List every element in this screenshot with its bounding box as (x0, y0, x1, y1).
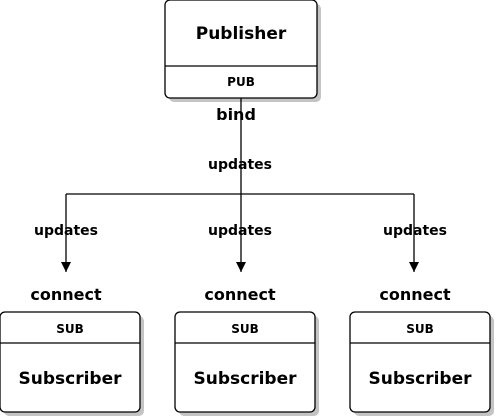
subscriber-3-connect-label: connect (379, 285, 451, 304)
publisher-bind-label: bind (216, 105, 256, 124)
subscriber-1-title: Subscriber (18, 369, 122, 389)
publisher-socket-label: PUB (227, 75, 255, 89)
edge-label-subscriber-2: updates (208, 223, 272, 239)
publisher-title: Publisher (196, 24, 287, 44)
subscriber-3-socket-label: SUB (406, 322, 434, 336)
subscriber-3-box (349, 311, 491, 413)
edges (61, 98, 419, 272)
subscriber-node-2: SUB Subscriber (174, 311, 319, 416)
subscriber-node-1: SUB Subscriber (0, 311, 144, 416)
publisher-node: Publisher PUB (164, 0, 321, 102)
subscriber-1-connect-label: connect (30, 285, 102, 304)
edge-label-subscriber-1: updates (34, 223, 98, 239)
subscriber-1-box (0, 311, 141, 413)
subscriber-3-title: Subscriber (368, 369, 472, 389)
edge-label-subscriber-3: updates (383, 223, 447, 239)
subscriber-2-connect-label: connect (204, 285, 276, 304)
trunk-edge-label: updates (208, 157, 272, 173)
subscriber-2-socket-label: SUB (231, 322, 259, 336)
subscriber-node-3: SUB Subscriber (349, 311, 494, 416)
subscriber-2-title: Subscriber (193, 369, 297, 389)
subscriber-2-box (174, 311, 316, 413)
subscriber-1-socket-label: SUB (56, 322, 84, 336)
